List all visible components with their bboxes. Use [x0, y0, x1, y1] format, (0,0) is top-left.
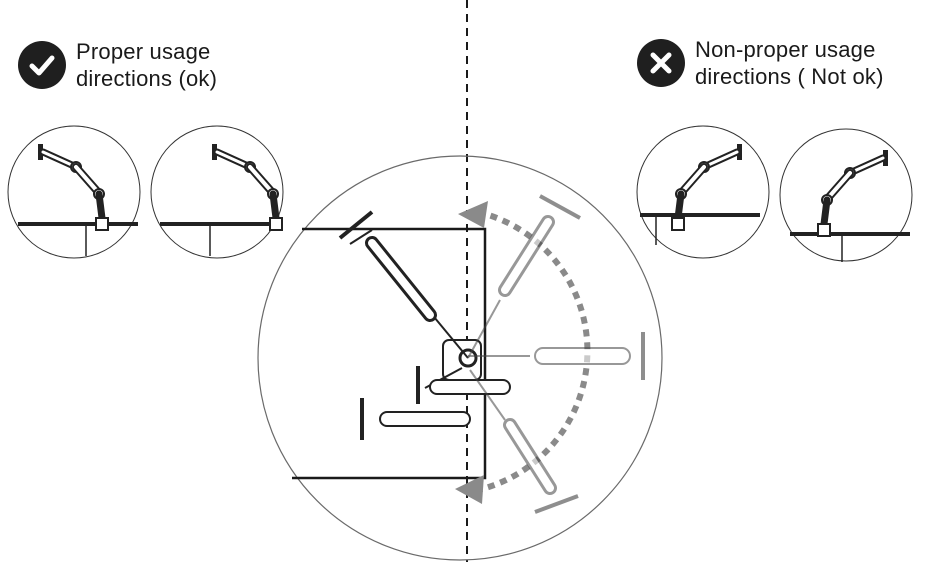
- checkmark-icon: [18, 41, 66, 89]
- arm-right: [468, 332, 645, 380]
- thumb-notok-2: [779, 128, 913, 262]
- arm-lower-right: [469, 369, 579, 514]
- legend-proper: Proper usage directions (ok): [18, 38, 217, 92]
- legend-improper-line1: Non-proper usage: [695, 37, 876, 62]
- arc-arrow-bottom: [455, 475, 484, 504]
- arm-upper-left: [338, 210, 469, 359]
- legend-improper: Non-proper usage directions ( Not ok): [637, 36, 884, 90]
- legend-proper-line1: Proper usage: [76, 39, 211, 64]
- arm-upper-right: [467, 194, 581, 359]
- thumb-notok-1: [636, 125, 770, 259]
- rotation-arc: [477, 209, 591, 493]
- arm-left-lower: [360, 398, 471, 440]
- thumb-ok-2: [150, 125, 283, 259]
- legend-improper-line2: directions ( Not ok): [695, 64, 884, 89]
- arc-arrow-top: [458, 201, 488, 228]
- rotation-circle: [257, 155, 663, 561]
- cross-icon: [637, 39, 685, 87]
- legend-improper-text: Non-proper usage directions ( Not ok): [695, 36, 884, 90]
- legend-proper-text: Proper usage directions (ok): [76, 38, 217, 92]
- thumb-ok-1: [7, 125, 141, 259]
- legend-proper-line2: directions (ok): [76, 66, 218, 91]
- arm-left-middle: [416, 366, 511, 404]
- desk-outline: [292, 227, 487, 480]
